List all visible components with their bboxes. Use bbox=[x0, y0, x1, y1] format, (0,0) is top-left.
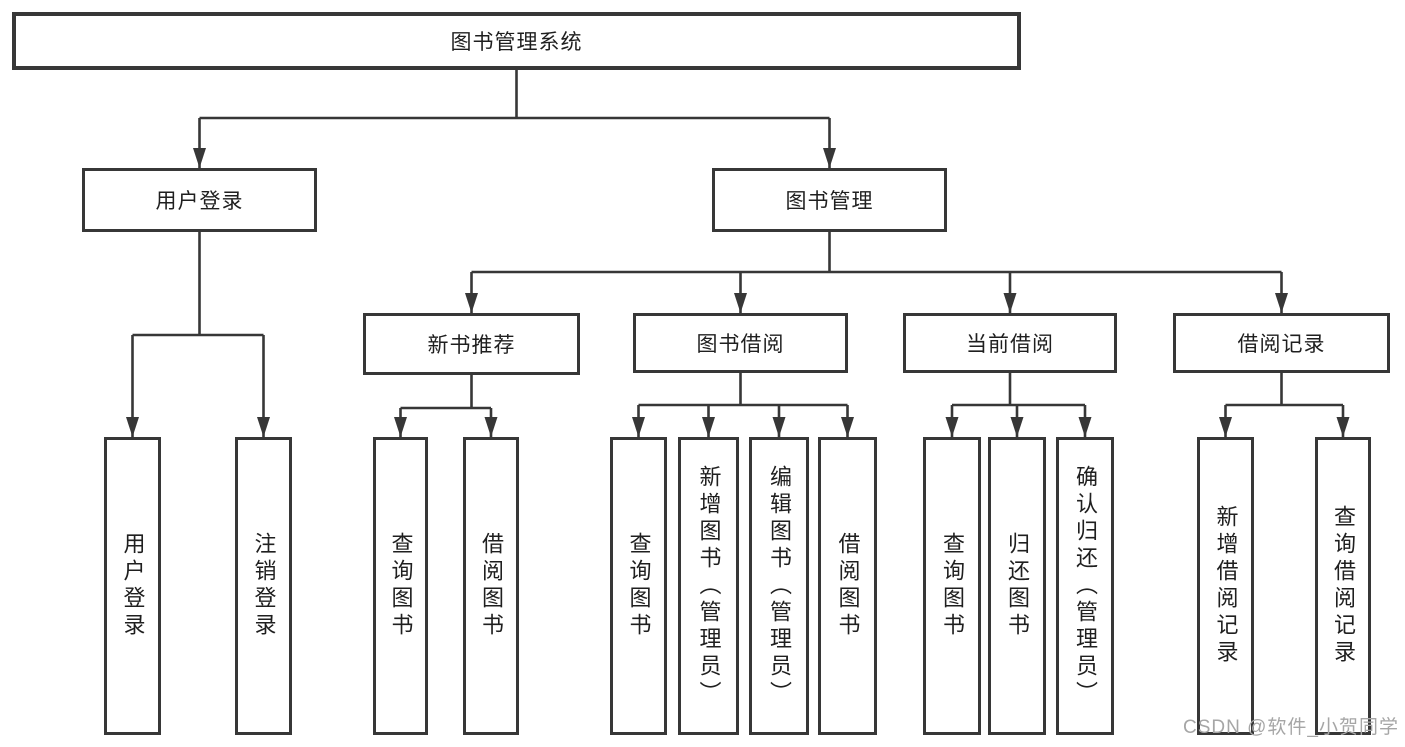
leaf-label: 借阅图书 bbox=[479, 532, 504, 640]
leaf-borrow-books-recommend: 借阅图书 bbox=[463, 437, 519, 735]
leaf-label: 注销登录 bbox=[251, 532, 277, 640]
leaf-query-books-borrowing: 查询图书 bbox=[610, 437, 667, 735]
node-book-management: 图书管理 bbox=[712, 168, 947, 232]
leaf-query-books-current: 查询图书 bbox=[923, 437, 981, 735]
node-library-management-system: 图书管理系统 bbox=[12, 12, 1021, 70]
leaf-label: 借阅图书 bbox=[835, 532, 861, 640]
leaf-borrow-books: 借阅图书 bbox=[818, 437, 877, 735]
leaf-label: 查询图书 bbox=[940, 532, 965, 640]
node-user-login: 用户登录 bbox=[82, 168, 317, 232]
leaf-label: 查询借阅记录 bbox=[1331, 505, 1356, 667]
leaf-confirm-return-admin: 确认归还（管理员） bbox=[1056, 437, 1114, 735]
leaf-user-login: 用户登录 bbox=[104, 437, 161, 735]
leaf-label: 查询图书 bbox=[626, 532, 652, 640]
leaf-label: 确认归还（管理员） bbox=[1073, 464, 1098, 708]
leaf-label: 编辑图书（管理员） bbox=[767, 464, 792, 708]
node-current-borrowing: 当前借阅 bbox=[903, 313, 1117, 373]
leaf-add-books-admin: 新增图书（管理员） bbox=[678, 437, 739, 735]
leaf-logout: 注销登录 bbox=[235, 437, 292, 735]
leaf-label: 用户登录 bbox=[120, 532, 146, 640]
leaf-label: 新增借阅记录 bbox=[1213, 505, 1239, 667]
leaf-add-borrow-record: 新增借阅记录 bbox=[1197, 437, 1254, 735]
leaf-query-books-recommend: 查询图书 bbox=[373, 437, 428, 735]
leaf-edit-books-admin: 编辑图书（管理员） bbox=[749, 437, 809, 735]
node-borrowing-records: 借阅记录 bbox=[1173, 313, 1390, 373]
leaf-label: 新增图书（管理员） bbox=[696, 464, 722, 708]
leaf-query-borrow-record: 查询借阅记录 bbox=[1315, 437, 1371, 735]
node-book-borrowing: 图书借阅 bbox=[633, 313, 848, 373]
leaf-label: 查询图书 bbox=[388, 532, 414, 640]
csdn-watermark: CSDN @软件_小贺同学 bbox=[1183, 717, 1399, 738]
node-new-book-recommendation: 新书推荐 bbox=[363, 313, 580, 375]
leaf-return-books: 归还图书 bbox=[988, 437, 1046, 735]
leaf-label: 归还图书 bbox=[1005, 532, 1030, 640]
